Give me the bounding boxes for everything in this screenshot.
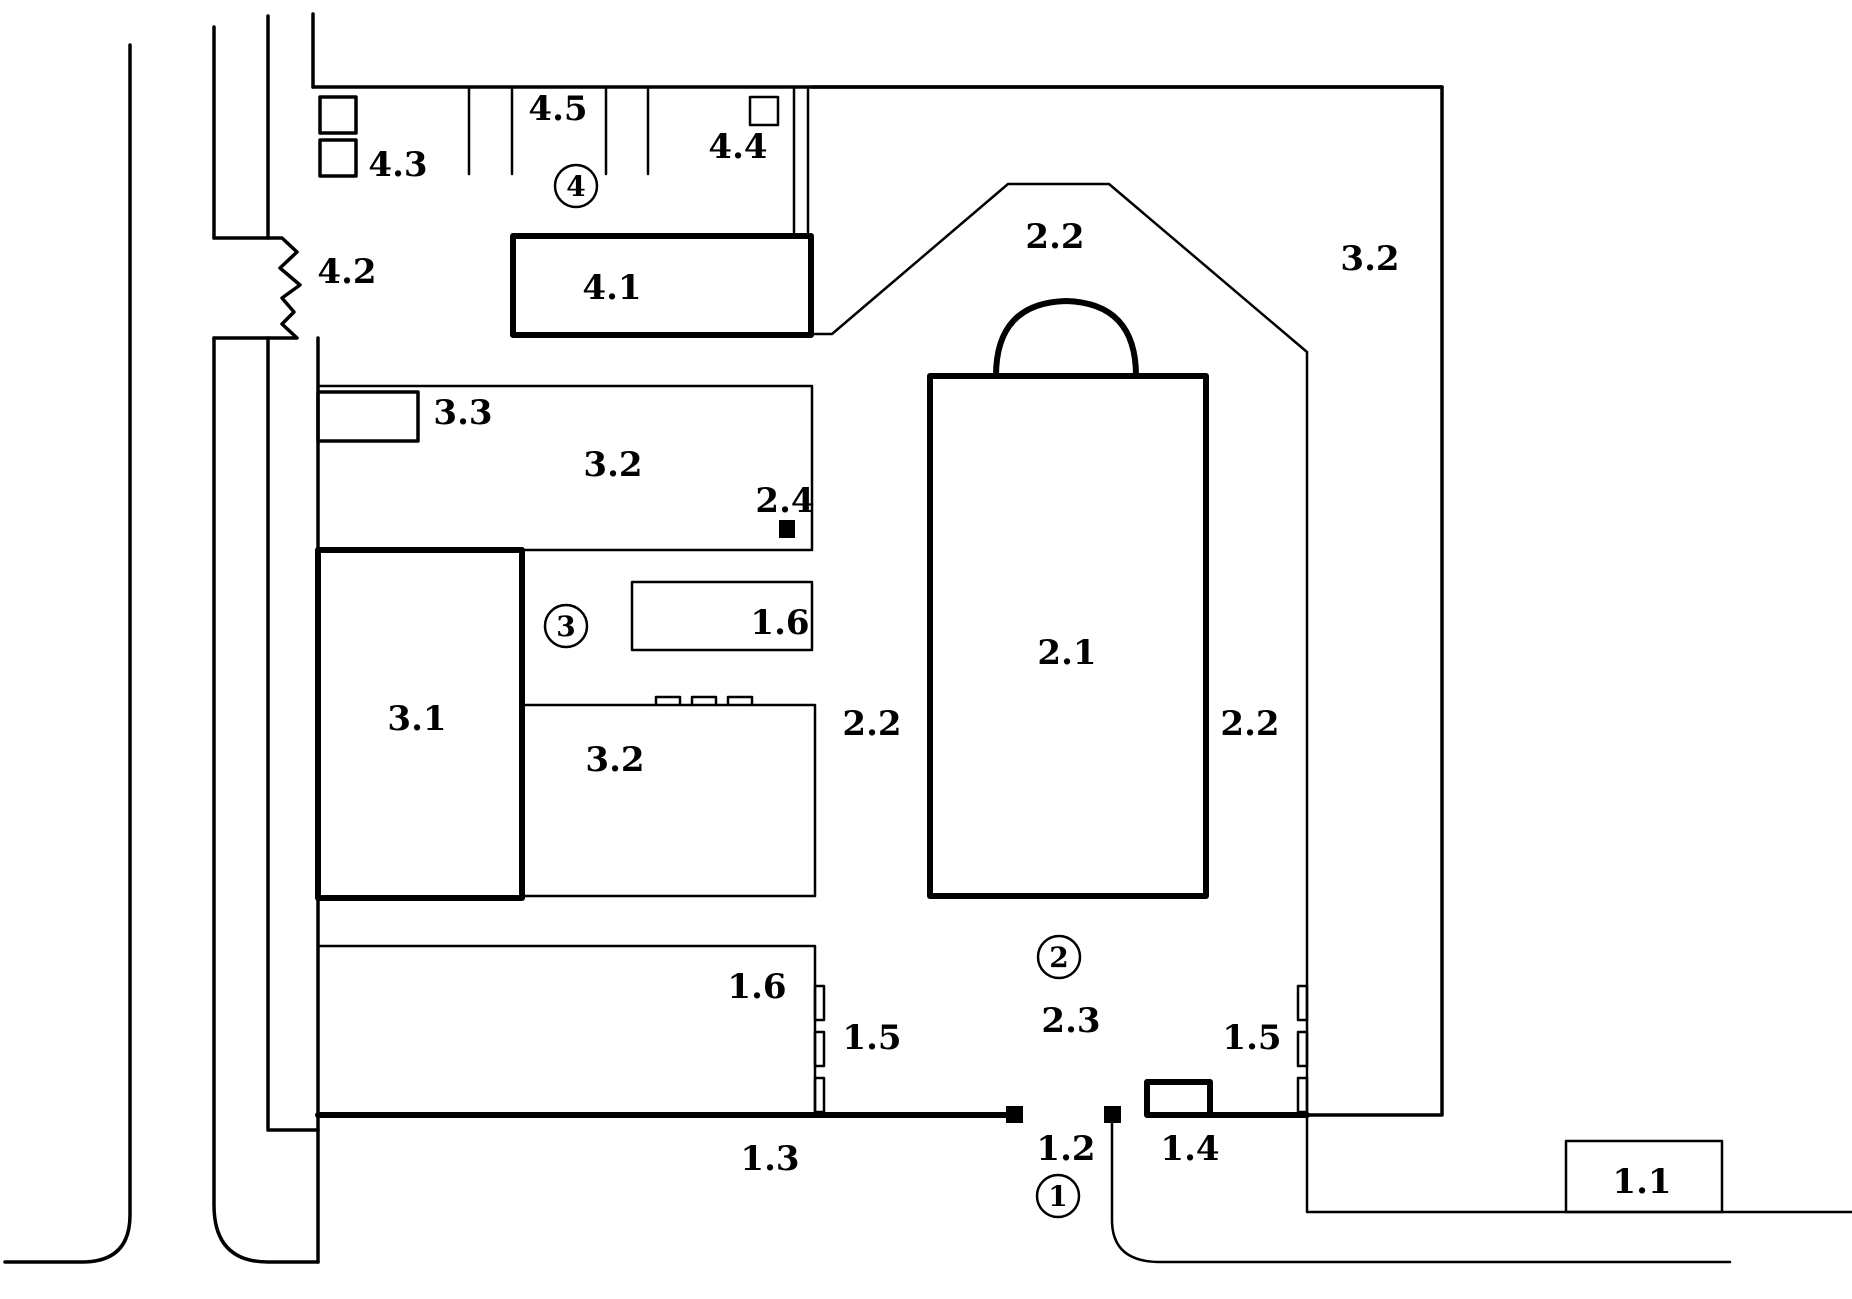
building-1-6-small [630,580,814,652]
zone-number: 3 [556,610,575,643]
label-1-6-small: 1.6 [750,603,809,643]
label-2-2-mid: 2.2 [842,704,901,744]
building-3-1 [315,547,525,901]
gate-post-left [1006,1106,1023,1123]
structure-2-4 [779,520,795,538]
building-1-1 [1564,1139,1724,1214]
label-1-6-lower: 1.6 [727,967,786,1007]
label-1-5-right: 1.5 [1222,1018,1281,1058]
zone-marker-3: 3 [543,603,589,649]
zone-markers: 4 3 2 1 [543,163,1082,1219]
label-1-5-left: 1.5 [842,1018,901,1058]
zone-number: 1 [1048,1180,1067,1213]
building-4-1 [510,233,814,338]
zone-marker-2: 2 [1036,934,1082,980]
label-1-3: 1.3 [740,1139,799,1179]
label-1-1: 1.1 [1612,1162,1671,1202]
label-3-2-lower: 3.2 [585,740,644,780]
label-2-2-top: 2.2 [1025,217,1084,257]
label-2-4: 2.4 [755,481,814,521]
zone-2-building [927,298,1209,899]
label-1-4: 1.4 [1160,1129,1219,1169]
main-enclosure [810,85,1852,1214]
label-2-3: 2.3 [1041,1001,1100,1041]
label-4-2: 4.2 [317,252,376,292]
structure-1-4 [1144,1079,1213,1118]
zone-number: 4 [566,170,585,203]
zone-marker-1: 1 [1035,1173,1081,1219]
structure-4-3-bottom [318,138,358,178]
label-4-1: 4.1 [582,268,641,308]
building-2-1 [927,373,1209,899]
structure-4-3-top [318,95,358,135]
building-3-3 [316,390,420,443]
structure-4-4 [748,95,780,127]
label-1-2: 1.2 [1036,1129,1095,1169]
left-road [3,12,320,1264]
label-4-3: 4.3 [368,145,427,185]
zone-3-buildings [315,384,817,901]
zone-number: 2 [1049,941,1068,974]
label-3-2-upper: 3.2 [583,445,642,485]
zone-1 [315,944,1732,1264]
label-2-1: 2.1 [1037,633,1096,673]
label-3-1: 3.1 [387,699,446,739]
label-4-4: 4.4 [708,127,767,167]
labels: 4.5 4.4 4.3 4.2 4.1 2.2 3.2 3.3 3.2 2.4 … [317,89,1671,1202]
label-2-2-right: 2.2 [1220,704,1279,744]
zone-4-yard [311,85,1444,338]
label-3-2-right: 3.2 [1340,239,1399,279]
label-3-3: 3.3 [433,393,492,433]
label-4-5: 4.5 [528,89,587,129]
zone-marker-4: 4 [553,163,599,209]
gate-post-right [1104,1106,1121,1123]
